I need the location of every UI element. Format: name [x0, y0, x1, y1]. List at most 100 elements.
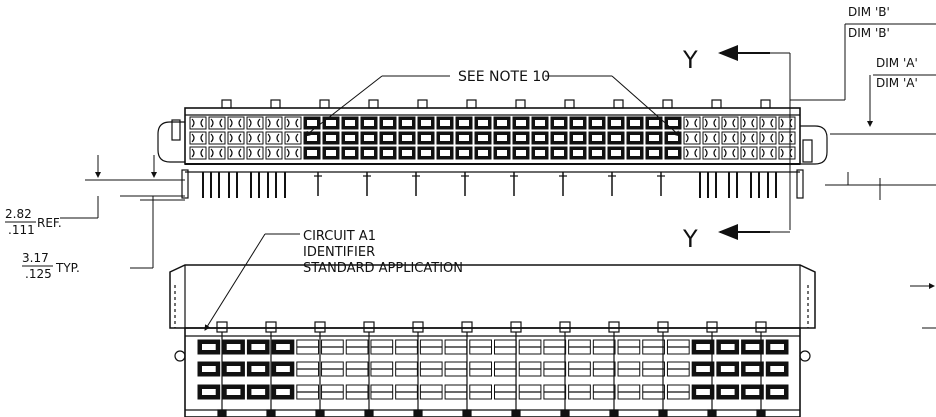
contact-window: [535, 150, 545, 156]
contact-window: [364, 120, 374, 126]
contact-window: [497, 150, 507, 156]
contact-cell: [189, 131, 207, 145]
contact-cell: [208, 146, 226, 160]
contact-window: [326, 135, 336, 141]
contact-cell: [740, 116, 758, 130]
contact-window: [497, 135, 507, 141]
contact-cell: [759, 146, 777, 160]
contact-window: [770, 344, 784, 350]
dim-b-top: DIM 'B': [848, 5, 890, 19]
contact-spring: [704, 118, 717, 128]
circuit-a1-leader: [204, 233, 300, 331]
contact-cell: [759, 131, 777, 145]
contact-spring: [286, 133, 299, 143]
contact-window: [307, 135, 317, 141]
contact-spring: [723, 133, 736, 143]
contact-window: [554, 135, 564, 141]
top-view-connector: [157, 99, 828, 199]
top-latch-tabs: [221, 99, 771, 109]
contact-cell: [683, 146, 701, 160]
top-contact-grid: [189, 116, 796, 160]
contact-window: [251, 344, 266, 350]
contact-window: [554, 150, 564, 156]
contact-window: [535, 120, 545, 126]
contact-cell: [702, 146, 720, 160]
latch-foot: [511, 409, 521, 417]
contact-cell: [721, 116, 739, 130]
circuit-line-3: STANDARD APPLICATION: [303, 261, 463, 276]
ref-dim-mm: 2.82: [5, 207, 32, 221]
typ-dim-suffix: TYP.: [55, 261, 80, 275]
contact-window: [440, 120, 450, 126]
latch-foot: [462, 409, 472, 417]
latch-tab: [221, 99, 232, 109]
contact-window: [611, 135, 621, 141]
contact-window: [478, 135, 488, 141]
contact-spring: [286, 118, 299, 128]
contact-window: [440, 150, 450, 156]
contact-window: [202, 366, 216, 372]
contact-cell: [284, 131, 302, 145]
contact-spring: [229, 148, 242, 158]
contact-cell: [265, 146, 283, 160]
right-ear-outline: [800, 125, 828, 165]
contact-cell: [740, 131, 758, 145]
contact-window: [276, 366, 290, 372]
contact-window: [720, 389, 735, 395]
contact-window: [649, 150, 659, 156]
latch-tab: [564, 99, 575, 109]
contact-window: [573, 120, 583, 126]
contact-spring: [742, 133, 755, 143]
contact-window: [630, 135, 640, 141]
latch-foot: [707, 409, 717, 417]
contact-window: [668, 150, 678, 156]
contact-window: [611, 150, 621, 156]
contact-spring: [248, 118, 261, 128]
ref-dim-suffix: REF.: [37, 216, 62, 230]
contact-cell: [759, 116, 777, 130]
latch-tab: [363, 321, 375, 333]
contact-window: [696, 389, 710, 395]
dim-a-top: DIM 'A': [876, 56, 918, 70]
right-ear-latch: [802, 139, 813, 163]
contact-cell: [208, 116, 226, 130]
contact-window: [459, 120, 469, 126]
contact-window: [251, 389, 266, 395]
latch-tab: [657, 321, 669, 333]
contact-cell: [721, 131, 739, 145]
contact-cell: [208, 131, 226, 145]
contact-window: [592, 120, 602, 126]
contact-window: [440, 135, 450, 141]
contact-cell: [740, 146, 758, 160]
contact-spring: [742, 148, 755, 158]
contact-window: [573, 135, 583, 141]
contact-spring: [685, 118, 698, 128]
contact-window: [573, 150, 583, 156]
contact-window: [696, 366, 710, 372]
contact-spring: [229, 118, 242, 128]
bottom-view-connector: [169, 264, 816, 417]
latch-tab: [711, 99, 722, 109]
section-y-bottom: Y: [682, 225, 698, 253]
contact-cell: [246, 116, 264, 130]
screw-right: [799, 350, 811, 362]
contact-window: [202, 344, 216, 350]
bottom-body-outline: [184, 327, 801, 417]
contact-spring: [286, 148, 299, 158]
contact-cell: [189, 146, 207, 160]
contact-window: [364, 135, 374, 141]
see-note-label: SEE NOTE 10: [458, 69, 550, 85]
latch-tab: [466, 99, 477, 109]
contact-spring: [704, 148, 717, 158]
contact-spring: [248, 133, 261, 143]
contact-spring: [761, 118, 774, 128]
latch-tab: [613, 99, 624, 109]
contact-window: [535, 135, 545, 141]
contact-window: [611, 120, 621, 126]
contact-window: [630, 150, 640, 156]
typ-dim-in: .125: [25, 267, 52, 281]
contact-spring: [761, 133, 774, 143]
contact-cell: [778, 116, 796, 130]
dim-a-bottom: DIM 'A': [876, 76, 918, 90]
